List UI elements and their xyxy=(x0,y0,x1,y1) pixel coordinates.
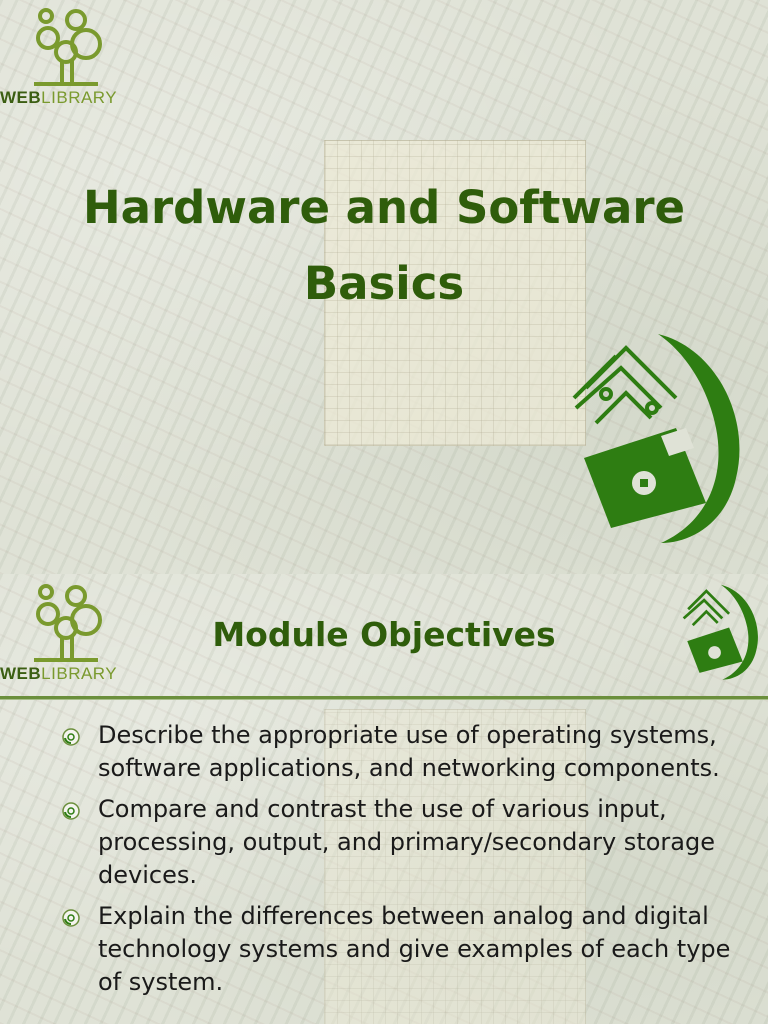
objectives-list: Describe the appropriate use of operatin… xyxy=(62,719,752,1007)
logo-prefix: WEB xyxy=(0,88,42,107)
disc-bullet-icon xyxy=(62,728,80,746)
slide-title: Module Objectives xyxy=(212,615,556,654)
title-line-1: Hardware and Software xyxy=(82,181,686,234)
circuit-chip-background xyxy=(324,140,586,446)
bullet-text: Describe the appropriate use of operatin… xyxy=(98,721,720,782)
title-line-2: Basics xyxy=(303,257,465,310)
disc-bullet-icon xyxy=(62,909,80,927)
title-slide: WEBLIBRARY Hardware and Software Basics xyxy=(0,0,768,574)
circuit-chip-background xyxy=(324,709,586,1024)
list-item: Explain the differences between analog a… xyxy=(62,900,752,999)
logo-wordmark: WEBLIBRARY xyxy=(0,664,117,684)
logo-wordmark: WEBLIBRARY xyxy=(0,88,117,108)
logo-suffix: LIBRARY xyxy=(41,88,118,107)
logo-suffix: LIBRARY xyxy=(41,664,118,683)
title-divider xyxy=(0,696,768,700)
chip-disk-emblem-icon xyxy=(566,328,746,552)
disc-bullet-icon xyxy=(62,802,80,820)
tree-logo-icon xyxy=(34,8,102,86)
weblibrary-logo xyxy=(0,4,110,90)
chip-disk-emblem-icon xyxy=(678,582,762,686)
list-item: Describe the appropriate use of operatin… xyxy=(62,719,752,785)
bullet-text: Explain the differences between analog a… xyxy=(98,902,731,996)
objectives-slide: WEBLIBRARY Module Objectives Describe th… xyxy=(0,574,768,1024)
tree-logo-icon xyxy=(34,584,102,662)
logo-prefix: WEB xyxy=(0,664,42,683)
list-item: Compare and contrast the use of various … xyxy=(62,793,752,892)
weblibrary-logo xyxy=(0,580,110,666)
slide-title: Hardware and Software Basics xyxy=(60,170,708,322)
bullet-text: Compare and contrast the use of various … xyxy=(98,795,715,889)
